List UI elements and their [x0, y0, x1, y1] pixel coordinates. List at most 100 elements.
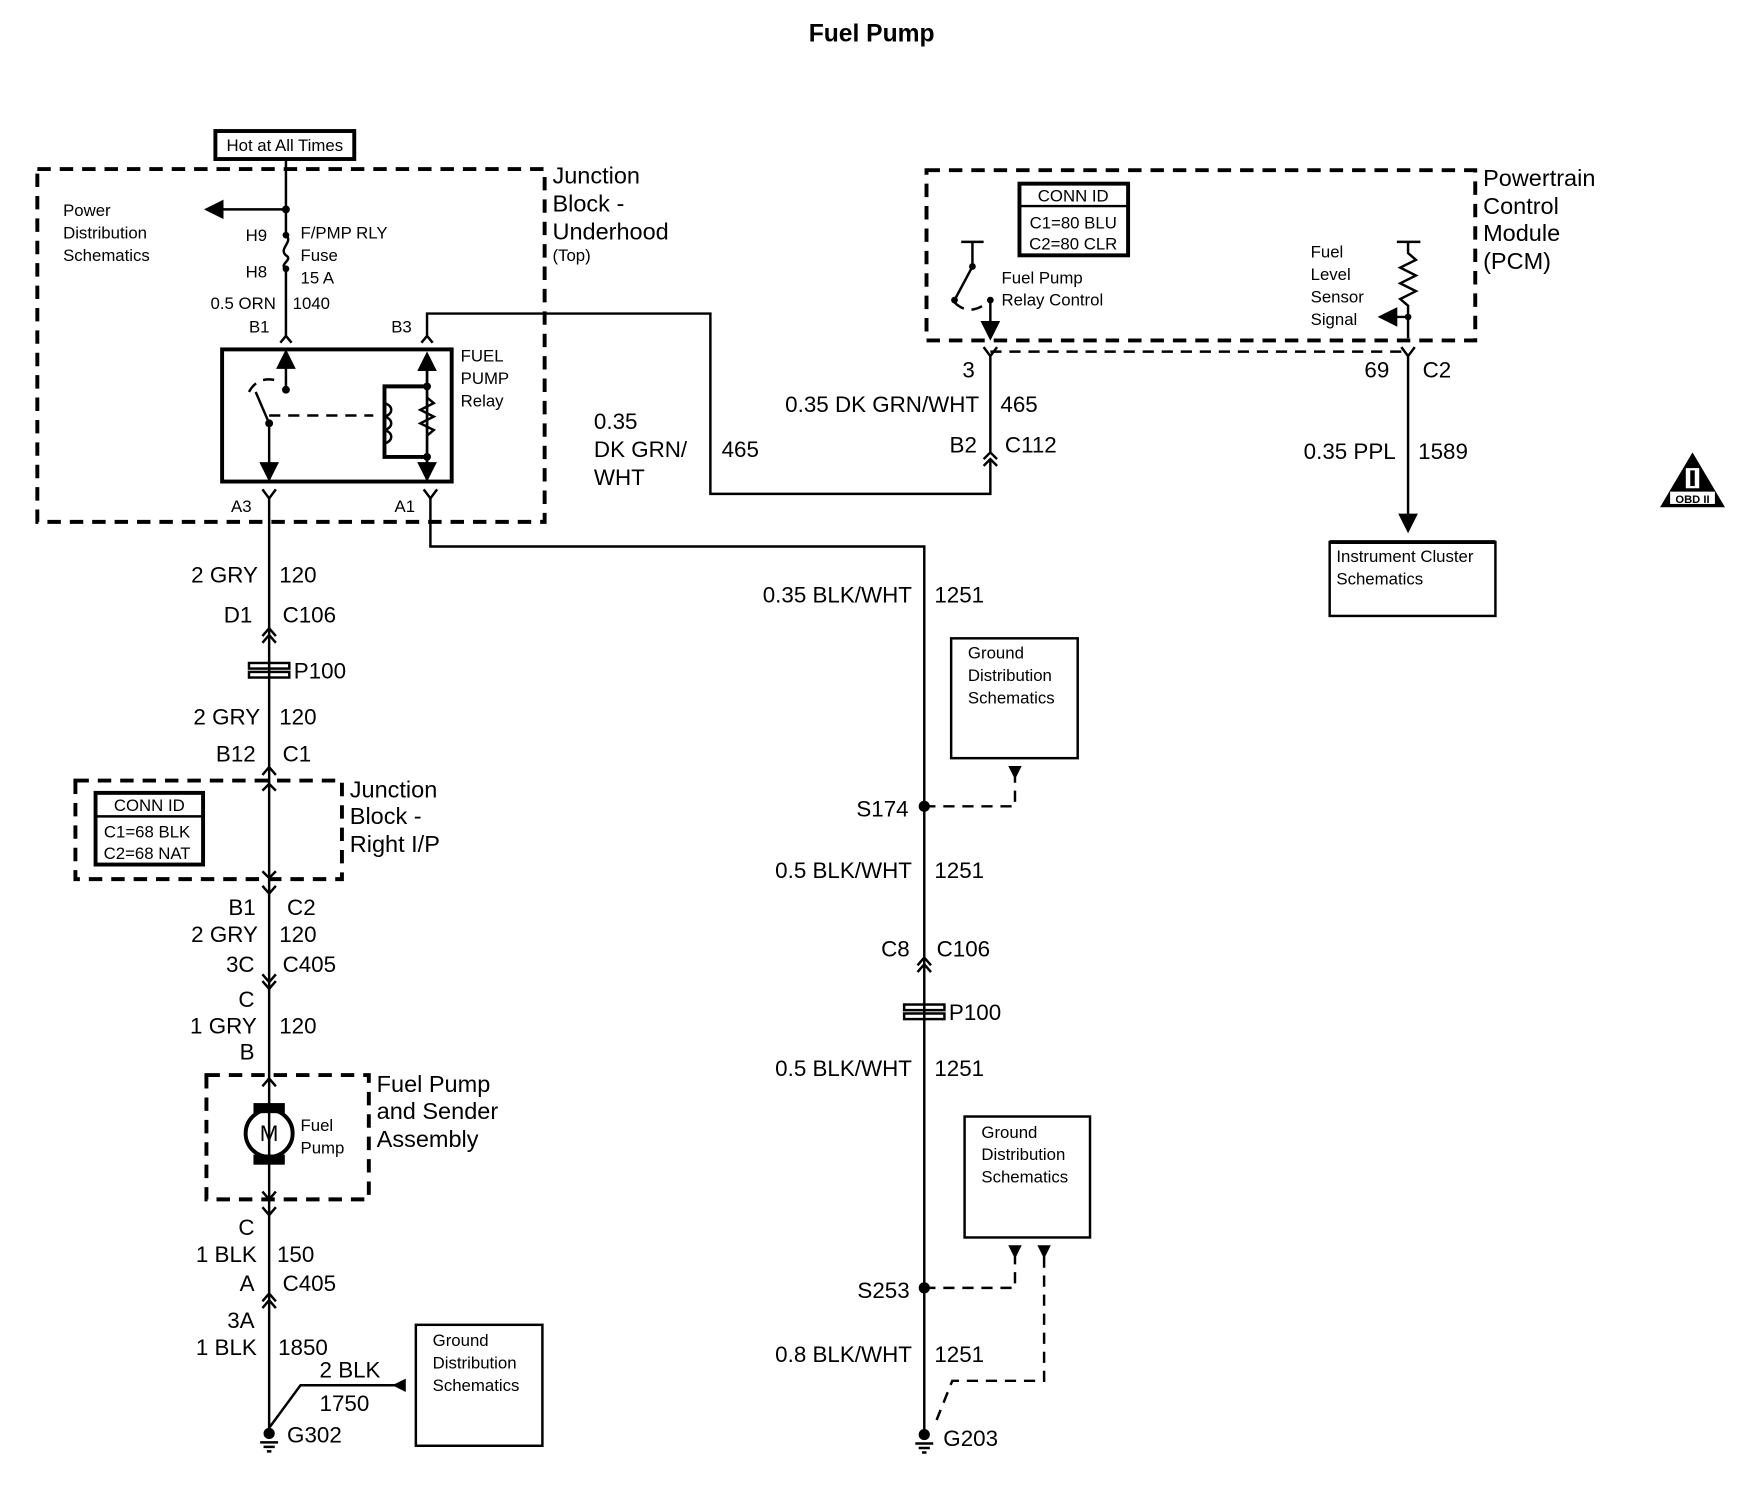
wire-circuit: 465	[1000, 392, 1037, 417]
ground-distribution-link[interactable]: Ground Distribution Schematics	[949, 637, 1079, 760]
jb-rip-label: Junction	[350, 776, 438, 802]
p100-label: P100	[949, 1000, 1001, 1025]
wire-circuit: 120	[279, 922, 316, 947]
conn-c1: C1	[283, 742, 312, 767]
jb-sub: (Top)	[552, 246, 590, 265]
jb-rip-label: Right I/P	[350, 831, 440, 857]
jb-rip-label: Block -	[350, 803, 422, 829]
ground-g302: G302	[287, 1422, 342, 1447]
assembly-label: Assembly	[377, 1126, 479, 1152]
ground-distribution-link[interactable]: Ground Distribution Schematics	[963, 1115, 1092, 1239]
splice-dot	[918, 1282, 930, 1294]
link-text: Schematics	[968, 688, 1055, 707]
pin-3: 3	[962, 357, 974, 382]
assembly-label: Fuel Pump	[377, 1071, 491, 1097]
fuse-rating: 15 A	[301, 268, 335, 287]
pin-a1: A1	[395, 497, 416, 516]
ground-icon	[260, 1427, 279, 1453]
link-text: Ground	[433, 1331, 489, 1350]
relay-control-label: Relay Control	[1002, 291, 1104, 310]
conn-id-header: CONN ID	[114, 796, 185, 815]
conn-c2: C2	[1423, 357, 1452, 382]
p100-passthrough-icon	[902, 1003, 946, 1021]
obd-ii-badge: OBD II	[1660, 452, 1725, 508]
link-text: Distribution	[433, 1353, 517, 1372]
wire-color: WHT	[594, 465, 645, 490]
pcm-label: Module	[1483, 220, 1560, 246]
ground-g203: G203	[943, 1426, 998, 1451]
power-dist-link[interactable]: Schematics	[63, 246, 150, 265]
wire-circuit: 1850	[278, 1335, 328, 1360]
pin-69: 69	[1364, 357, 1389, 382]
conn-c106: C106	[937, 936, 991, 961]
power-dist-link[interactable]: Power	[63, 201, 111, 220]
link-text: Distribution	[968, 666, 1052, 685]
wire-color: 1 GRY	[190, 1014, 257, 1039]
pcm-label: Control	[1483, 193, 1559, 219]
wire-color: 2 GRY	[191, 922, 258, 947]
link-text: Schematics	[981, 1168, 1068, 1187]
pump-label: Pump	[301, 1138, 345, 1157]
jb-label: Junction	[552, 163, 640, 189]
relay-label: Relay	[461, 392, 505, 411]
wire-circuit: 120	[279, 705, 316, 730]
link-text: Ground	[968, 643, 1024, 662]
wire-color: 0.35 DK GRN/WHT	[785, 392, 979, 417]
pin-b1: B1	[228, 895, 255, 920]
relay-control-label: Fuel Pump	[1002, 268, 1083, 287]
switch-icon	[953, 240, 984, 301]
link-text: Schematics	[433, 1376, 520, 1395]
conn-c2: C2	[287, 895, 316, 920]
conn-id-c2: C2=68 NAT	[104, 844, 191, 863]
pin-b3: B3	[391, 318, 412, 337]
relay-label: FUEL	[461, 347, 504, 366]
wire-color: DK GRN/	[594, 437, 688, 462]
link-text: Instrument Cluster	[1336, 547, 1474, 566]
conn-c405: C405	[283, 952, 337, 977]
wire-color: 1 BLK	[196, 1242, 257, 1267]
hot-at-all-times-box: Hot at All Times	[213, 129, 357, 161]
jb-label: Underhood	[552, 219, 668, 245]
fuel-level-label: Level	[1311, 265, 1351, 284]
wire-color: 0.35 PPL	[1304, 439, 1396, 464]
p100-label: P100	[294, 659, 346, 684]
pcm-label: Powertrain	[1483, 165, 1595, 191]
power-dist-link[interactable]: Distribution	[63, 224, 147, 243]
wire-color: 2 GRY	[191, 562, 258, 587]
ground-distribution-link[interactable]: Ground Distribution Schematics	[414, 1323, 544, 1447]
pin-h8: H8	[246, 263, 267, 282]
fuel-level-label: Fuel	[1311, 243, 1344, 262]
wire-color: 0.35 BLK/WHT	[763, 582, 913, 607]
junction-block-underhood: Junction Block - Underhood (Top)	[35, 163, 669, 524]
wire-circuit: 1251	[934, 582, 984, 607]
pump-label: Fuel	[301, 1116, 334, 1135]
wire-color: 2 GRY	[193, 705, 260, 730]
instrument-cluster-link[interactable]: Instrument Cluster Schematics	[1328, 540, 1497, 618]
conn-id-c2: C2=80 CLR	[1029, 235, 1117, 254]
pin-c8: C8	[881, 936, 910, 961]
assembly-label: and Sender	[377, 1098, 499, 1124]
wire-circuit: 150	[277, 1242, 314, 1267]
wire-color: 2 BLK	[320, 1357, 381, 1382]
splice-s253: S253	[857, 1278, 909, 1303]
conn-c405: C405	[283, 1271, 337, 1296]
relay-label: PUMP	[461, 369, 509, 388]
splice-dot	[918, 800, 930, 812]
wire-circuit: 465	[722, 437, 759, 462]
conn-id-header: CONN ID	[1038, 187, 1109, 206]
diagram-title: Fuel Pump	[809, 20, 935, 47]
wire-color: 0.5 BLK/WHT	[775, 858, 912, 883]
conn-c106: C106	[283, 603, 337, 628]
pin-b1: B1	[249, 318, 270, 337]
splice-s174: S174	[856, 796, 908, 821]
jb-label: Block -	[552, 191, 624, 217]
pcm-module: Powertrain Control Module (PCM) CONN ID …	[924, 165, 1595, 343]
pin-b: B	[240, 1039, 255, 1064]
p100-passthrough-icon	[247, 661, 291, 679]
wire-circuit: 120	[279, 1014, 316, 1039]
conn-c112: C112	[1005, 432, 1057, 457]
wire-circuit: 1040	[293, 294, 330, 313]
pin-h9: H9	[246, 226, 267, 245]
pin-c: C	[238, 1215, 254, 1240]
